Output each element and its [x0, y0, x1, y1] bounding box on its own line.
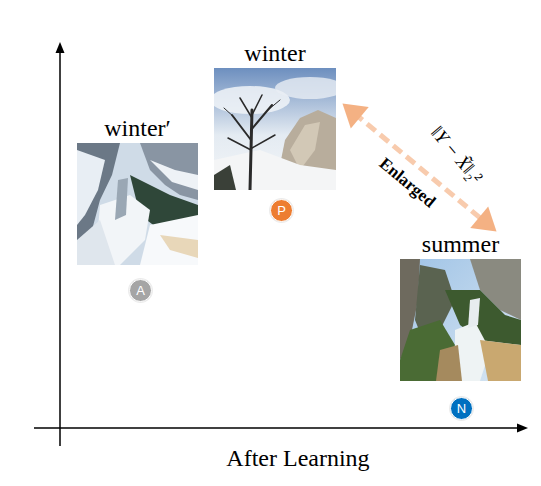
axis-caption: After Learning: [226, 446, 369, 470]
winter-photo: [214, 68, 336, 190]
badge-letter: N: [457, 402, 466, 415]
distance-formula: ‖Y − X̃‖₂²: [428, 123, 486, 187]
anchor-badge: A: [129, 279, 152, 302]
badge-letter: A: [136, 284, 145, 297]
positive-badge: P: [270, 199, 293, 222]
distance-arrow: [354, 113, 485, 222]
photo-node: summer: [400, 259, 521, 381]
badge-letter: P: [277, 204, 286, 217]
photo-node: winter′: [77, 143, 198, 265]
winter-prime-photo: [77, 143, 198, 265]
photo-node: winter: [214, 68, 336, 190]
photo-heading: winter′: [104, 116, 171, 140]
axes: [34, 42, 528, 446]
photo-heading: summer: [422, 232, 499, 256]
photo-heading: winter: [244, 41, 305, 65]
negative-badge: N: [450, 397, 473, 420]
edge-label: Enlarged: [376, 154, 438, 210]
summer-photo: [400, 259, 521, 381]
